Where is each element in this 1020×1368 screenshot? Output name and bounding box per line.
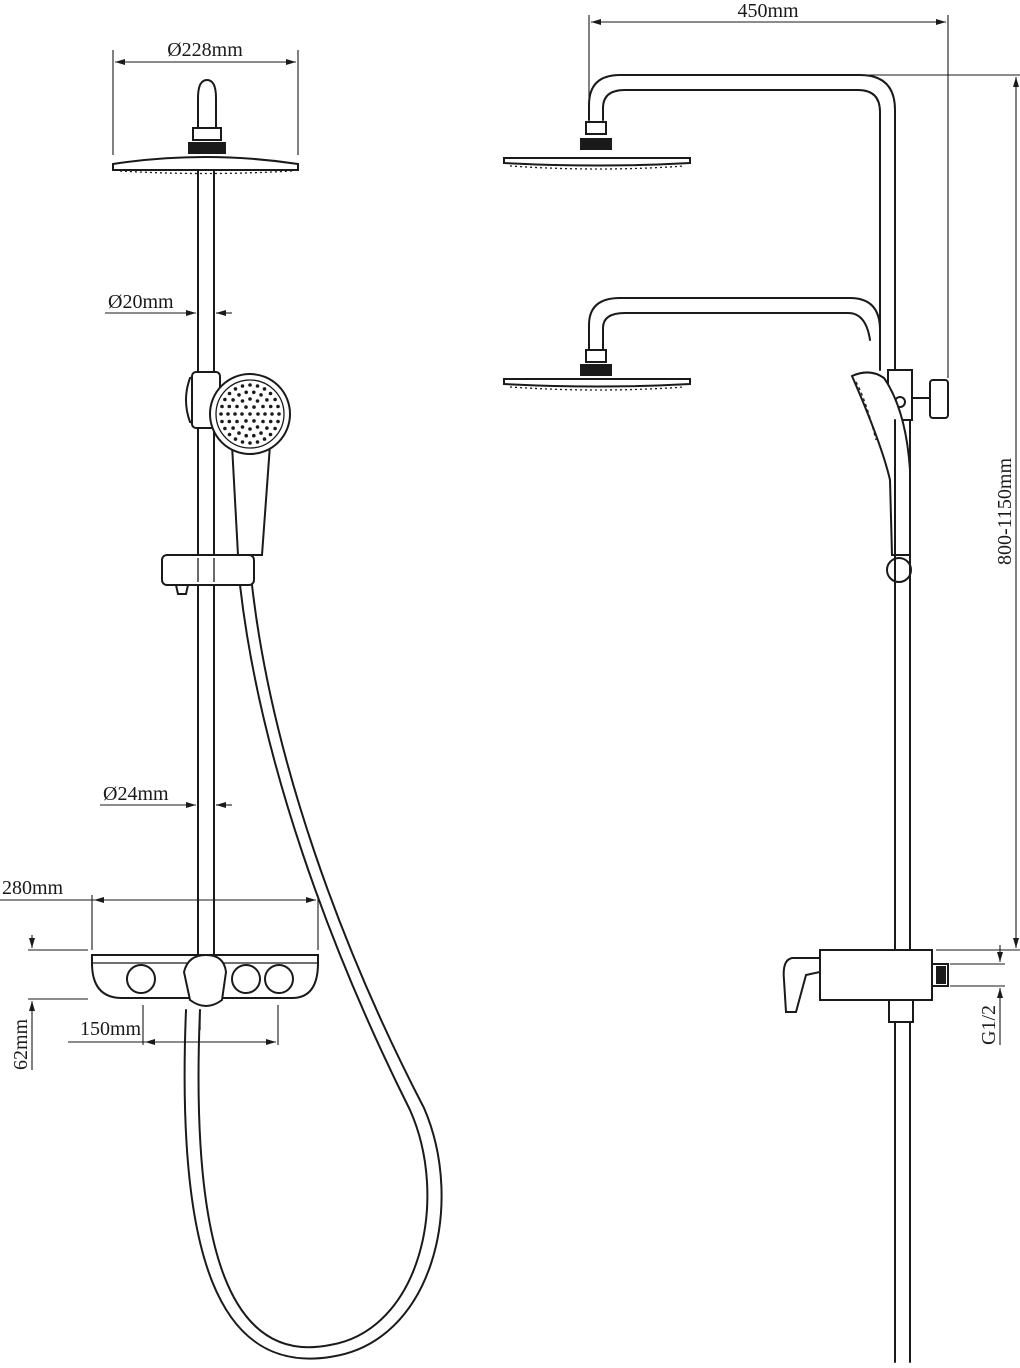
nozzle-dot xyxy=(235,404,239,409)
label-height-range: 800-1150mm xyxy=(994,458,1016,565)
nozzle-dot xyxy=(227,391,232,396)
nozzle-dot xyxy=(227,404,232,409)
nozzle-dot xyxy=(237,393,241,397)
nozzle-dot xyxy=(252,405,256,409)
front-view xyxy=(91,79,443,1360)
nozzle-dot xyxy=(259,393,263,397)
nozzle-dot xyxy=(240,384,245,388)
label-inlet-thread: G1/2 xyxy=(978,1005,1000,1045)
nozzle-dot xyxy=(244,405,248,409)
nozzle-dot xyxy=(233,437,238,441)
nozzle-dot xyxy=(259,431,263,435)
nozzle-dot xyxy=(273,426,277,431)
nozzle-dot xyxy=(240,440,245,444)
nozzle-dot xyxy=(226,412,230,416)
nozzle-dot xyxy=(273,397,277,402)
nozzle-dot xyxy=(244,419,248,423)
nozzle-dot xyxy=(277,412,281,416)
nozzle-dot xyxy=(261,404,265,409)
side-lower-arm xyxy=(503,297,881,391)
nozzle-dot xyxy=(255,440,260,444)
nozzle-dot xyxy=(276,404,280,409)
nozzle-dot xyxy=(265,398,269,402)
front-thermostatic-shelf-mixer xyxy=(91,953,319,1030)
nozzle-dot xyxy=(268,432,273,437)
label-head-diameter: Ø228mm xyxy=(167,39,243,61)
front-hand-shower xyxy=(209,373,291,556)
nozzle-dot xyxy=(235,419,239,424)
side-riser-pipe xyxy=(894,419,911,1363)
label-upper-pipe-diameter: Ø20mm xyxy=(108,291,174,313)
nozzle-dot xyxy=(255,399,260,403)
side-mixer-body xyxy=(782,949,949,1023)
nozzle-dot xyxy=(240,412,244,416)
nozzle-dot xyxy=(248,412,252,416)
nozzle-dot xyxy=(220,404,224,409)
nozzle-dot xyxy=(248,427,252,431)
label-inlet-spacing: 150mm xyxy=(80,1018,142,1040)
nozzle-dot xyxy=(256,412,260,416)
nozzle-dot xyxy=(223,426,227,431)
nozzle-dot xyxy=(233,387,238,391)
nozzle-dot xyxy=(262,387,267,391)
nozzle-dot xyxy=(227,419,232,424)
side-view xyxy=(503,74,949,1363)
nozzle-dot xyxy=(233,412,237,416)
nozzle-dot xyxy=(248,397,252,401)
nozzle-dot xyxy=(262,437,267,441)
nozzle-dot xyxy=(223,397,227,402)
label-arm-reach: 450mm xyxy=(737,0,799,22)
label-mixer-height: 62mm xyxy=(10,1018,32,1070)
nozzle-dot xyxy=(244,433,248,438)
front-rain-shower-head xyxy=(112,79,299,175)
nozzle-dot xyxy=(252,390,256,395)
nozzle-dot xyxy=(255,384,260,388)
nozzle-dot xyxy=(268,391,273,396)
nozzle-dot xyxy=(248,383,252,387)
nozzle-dot xyxy=(244,390,248,395)
nozzle-dot xyxy=(252,419,256,423)
nozzle-dot xyxy=(220,419,224,424)
nozzle-dot xyxy=(231,398,235,402)
dimension-lines xyxy=(0,15,1020,1070)
nozzle-dot xyxy=(227,432,232,437)
nozzle-dot xyxy=(263,412,267,416)
nozzle-dot xyxy=(231,426,235,430)
nozzle-dot xyxy=(248,441,252,445)
dimension-labels: Ø228mm Ø20mm Ø24mm 280mm 62mm 150mm 450m… xyxy=(2,0,1016,1070)
label-shelf-width: 280mm xyxy=(2,877,64,899)
nozzle-dot xyxy=(270,412,274,416)
nozzle-dot xyxy=(240,425,245,429)
nozzle-dot xyxy=(265,426,269,430)
front-slide-holder xyxy=(161,554,255,595)
front-hose xyxy=(197,584,429,1349)
front-nozzle-pattern xyxy=(219,383,281,445)
nozzle-dot xyxy=(261,419,265,424)
nozzle-dot xyxy=(219,412,223,416)
side-upper-arm xyxy=(503,74,896,371)
nozzle-dot xyxy=(237,431,241,435)
nozzle-dot xyxy=(268,404,273,409)
nozzle-dot xyxy=(276,419,280,424)
nozzle-dot xyxy=(255,425,260,429)
nozzle-dot xyxy=(252,433,256,438)
nozzle-dot xyxy=(240,399,245,403)
nozzle-dot xyxy=(268,419,273,424)
label-lower-pipe-diameter: Ø24mm xyxy=(103,783,169,805)
